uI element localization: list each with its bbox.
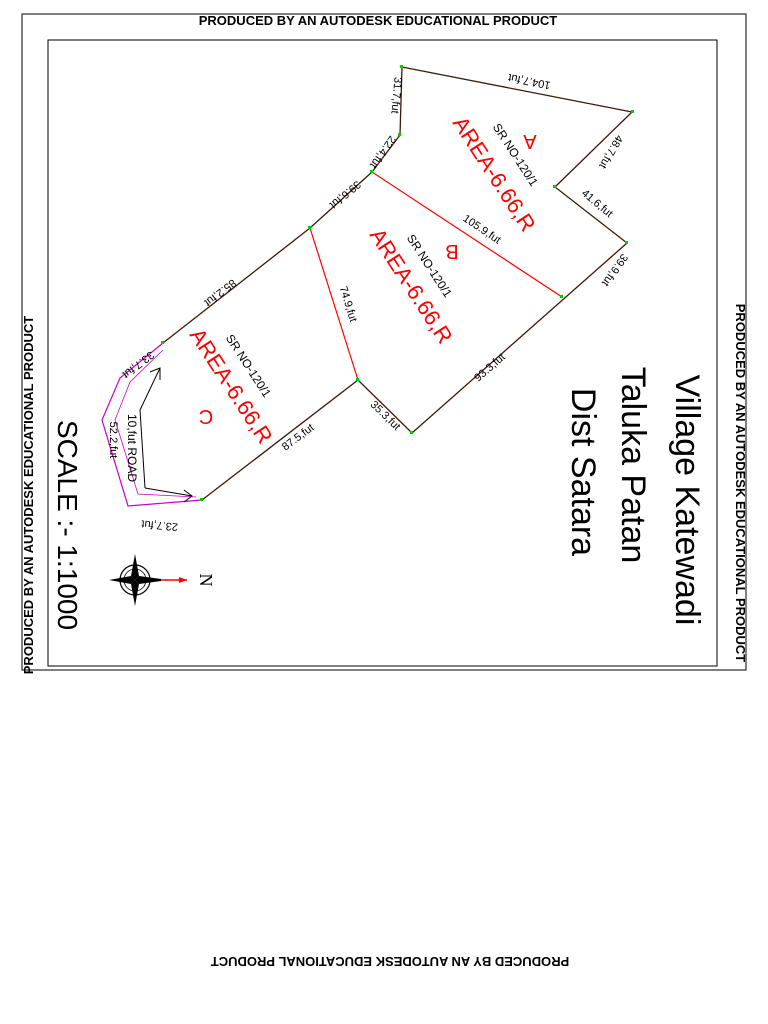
plot-a-letter: A [523, 130, 537, 152]
title-taluka: Taluka Patan [614, 367, 652, 564]
watermark-bottom: PRODUCED BY AN AUTODESK EDUCATIONAL PROD… [211, 954, 570, 969]
dim-left-mid: 39.6,fut [327, 178, 363, 211]
plot-b-letter: B [445, 240, 458, 262]
dim-left-long: 85.2,fut [202, 276, 238, 308]
watermark-right: PRODUCED BY AN AUTODESK EDUCATIONAL PROD… [733, 304, 748, 663]
dim-right-bottom: 93.3,fut [472, 351, 508, 384]
watermark-left: PRODUCED BY AN AUTODESK EDUCATIONAL PROD… [21, 316, 36, 675]
outer-border [21, 13, 747, 671]
dim-left-top: 31.7,fut [388, 76, 403, 114]
dim-division-ab: 105.9,fut [461, 213, 503, 247]
plot-b: B SR NO-120/1 AREA-6.66,R [365, 224, 459, 348]
title-district: Dist Satara [564, 388, 602, 556]
dim-road-side: 52.2,fut [107, 422, 119, 459]
plot-boundary [162, 66, 633, 501]
plot-c: SR NO-120/1 AREA-6.66,R C [185, 324, 278, 448]
road-arrow-icon [139, 367, 193, 503]
dim-right-lower: 39.9,fut [599, 251, 630, 288]
dim-bottom-short: 35.3,fut [368, 399, 403, 433]
compass-icon [109, 554, 187, 606]
watermark-top: PRODUCED BY AN AUTODESK EDUCATIONAL PROD… [199, 13, 558, 28]
road-outline [101, 342, 203, 507]
title-block: Village Katewadi Taluka Patan Dist Satar… [564, 367, 706, 626]
north-label: N [196, 574, 216, 587]
vertex-markers [161, 65, 634, 501]
dim-division-bc: 74.9,fut [337, 285, 359, 324]
title-village: Village Katewadi [668, 375, 706, 626]
plot-c-letter: C [199, 405, 213, 427]
dim-road-top: 33.7,fut [120, 348, 156, 380]
scale-label: SCALE :- 1:1000 [52, 420, 83, 630]
road-inner [114, 349, 197, 498]
dim-road-bottom: 23.7,fut [141, 517, 179, 532]
dim-right-top: 48.7,fut [596, 133, 625, 171]
plot-a: A SR NO-120/1 AREA-6.66,R [448, 112, 541, 236]
inner-border [47, 39, 718, 667]
dim-top: 104.7,fut [507, 71, 551, 91]
dim-right-notch: 41.6,fut [579, 187, 615, 220]
dimension-labels: 104.7,fut 31.7,fut 22.4,fut 48.7,fut 39.… [107, 71, 630, 533]
road-label: 10,fut ROAD [125, 414, 139, 482]
division-lines [309, 171, 563, 381]
dim-left-upper: 22.4,fut [367, 133, 398, 170]
